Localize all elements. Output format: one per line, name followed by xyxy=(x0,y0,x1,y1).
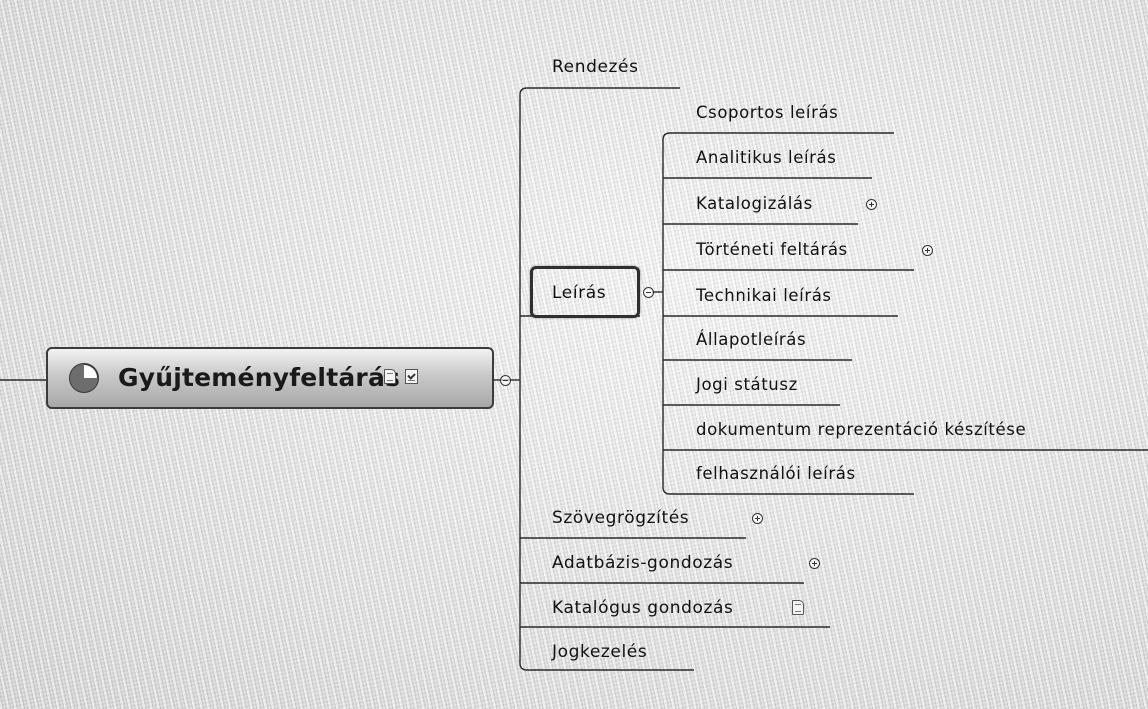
subtopic-csoportos-leiras[interactable]: Csoportos leírás xyxy=(696,103,839,122)
subtopic-dokumentum-reprezentacio[interactable]: dokumentum reprezentáció készítése xyxy=(696,420,1027,439)
subtopic-felhasznaloi-leiras[interactable]: felhasználói leírás xyxy=(696,464,856,483)
collapse-leiras-icon[interactable] xyxy=(643,287,654,298)
note-icon[interactable] xyxy=(384,369,396,384)
note-icon[interactable] xyxy=(792,600,804,615)
subtopic-analitikus-leiras[interactable]: Analitikus leírás xyxy=(696,148,837,167)
topic-leiras[interactable]: Leírás xyxy=(552,283,607,303)
task-icon[interactable] xyxy=(405,369,418,384)
central-topic[interactable]: Gyűjteményfeltárás xyxy=(46,347,494,409)
subtopic-jogi-statusz[interactable]: Jogi státusz xyxy=(696,375,798,394)
topic-szovegrogzites[interactable]: Szövegrögzítés xyxy=(552,508,690,528)
topic-adatbazis-gondozas[interactable]: Adatbázis-gondozás xyxy=(552,553,734,573)
expand-adatbazis-gondozas-icon[interactable] xyxy=(809,558,820,569)
subtopic-technikai-leiras[interactable]: Technikai leírás xyxy=(696,286,832,305)
expand-szovegrogzites-icon[interactable] xyxy=(752,513,763,524)
subtopic-allapotleiras[interactable]: Állapotleírás xyxy=(696,330,807,349)
progress-icon xyxy=(69,363,99,393)
expand-katalogizalas-icon[interactable] xyxy=(866,199,877,210)
subtopic-torteneti-feltaras[interactable]: Történeti feltárás xyxy=(696,240,848,259)
collapse-central-icon[interactable] xyxy=(500,375,511,386)
central-topic-label: Gyűjteményfeltárás xyxy=(118,363,401,392)
topic-rendezes[interactable]: Rendezés xyxy=(552,57,639,77)
selection-frame[interactable] xyxy=(530,266,640,318)
subtopic-katalogizalas[interactable]: Katalogizálás xyxy=(696,194,813,213)
topic-jogkezeles[interactable]: Jogkezelés xyxy=(552,642,648,662)
expand-torteneti-feltaras-icon[interactable] xyxy=(922,245,933,256)
topic-katalogus-gondozas[interactable]: Katalógus gondozás xyxy=(552,598,734,618)
